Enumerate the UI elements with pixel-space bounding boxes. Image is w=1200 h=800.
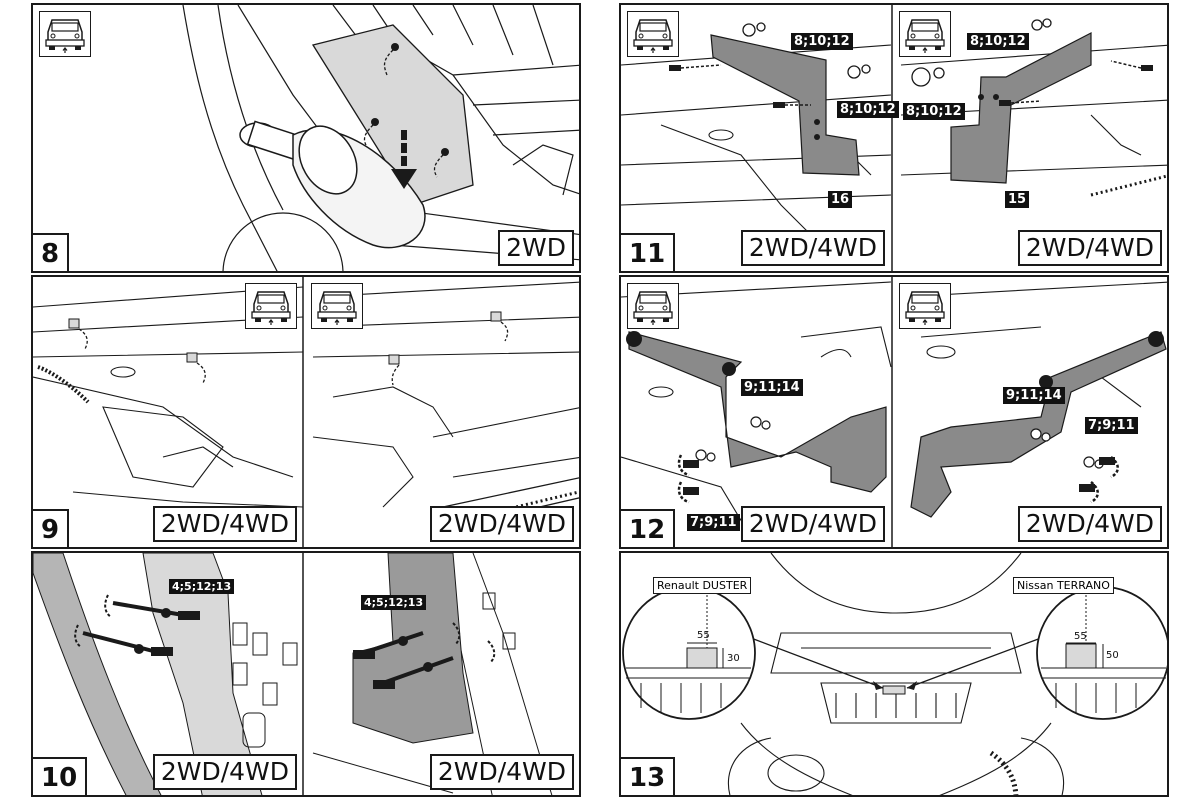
step-12-left-top-tag: 9;11;14 [741,379,803,396]
step-10-variant-right: 2WD/4WD [429,754,574,790]
step-9-panel: 9 2WD/4WD 2WD/4WD [31,275,581,549]
step-8-illustration [182,5,579,271]
step-11-left-side-tag: 8;10;12 [837,101,899,118]
step-10-left-part-tag: 4;5;12;13 [169,579,235,594]
step-8-number: 8 [33,233,70,271]
step-11-number: 11 [621,233,676,271]
step-8-variant: 2WD [498,230,574,266]
step-12-left-bottom-tag: 7;9;11 [687,514,740,531]
step-13-number: 13 [621,757,676,795]
step-9-variant-left: 2WD/4WD [152,506,297,542]
step-11-variant-left: 2WD/4WD [740,230,885,266]
step-11-panel: 8;10;12 8;10;12 16 8;10;12 8;10;12 15 11… [619,3,1169,273]
step-11-left-top-tag: 8;10;12 [791,33,853,50]
step-13-panel: Renault DUSTER Nissan TERRANO 55 30 55 5… [619,551,1169,797]
step-10-panel: 4;5;12;13 4;5;12;13 10 2WD/4WD 2WD/4WD [31,551,581,797]
nissan-terrano-label: Nissan TERRANO [1013,577,1114,594]
renault-duster-label: Renault DUSTER [653,577,752,594]
duster-height-dimension: 30 [727,653,740,664]
duster-width-dimension: 55 [697,630,710,641]
step-11-variant-right: 2WD/4WD [1017,230,1162,266]
step-9-number: 9 [33,509,70,547]
step-8-panel: 8 2WD [31,3,581,273]
car-rear-view-icon [311,283,363,329]
step-11-right-side-tag: 8;10;12 [903,103,965,120]
step-12-right-side-tag: 7;9;11 [1085,417,1138,434]
car-rear-view-icon [899,11,951,57]
step-12-number: 12 [621,509,676,547]
car-rear-view-icon [899,283,951,329]
step-10-number: 10 [33,757,88,795]
step-12-variant-right: 2WD/4WD [1017,506,1162,542]
step-11-left-part-number: 16 [828,191,853,208]
car-rear-view-icon [245,283,297,329]
terrano-width-dimension: 55 [1074,631,1087,642]
car-rear-view-icon [627,11,679,57]
step-10-variant-left: 2WD/4WD [152,754,297,790]
step-12-panel: 9;11;14 7;9;11 9;11;14 7;9;11 12 2WD/4WD… [619,275,1169,549]
step-9-variant-right: 2WD/4WD [429,506,574,542]
terrano-height-dimension: 50 [1106,650,1119,661]
step-11-right-top-tag: 8;10;12 [967,33,1029,50]
step-10-right-part-tag: 4;5;12;13 [361,595,427,610]
step-11-illustration [621,5,1167,271]
car-rear-view-icon [39,11,91,57]
step-12-right-top-tag: 9;11;14 [1003,387,1065,404]
step-11-right-part-number: 15 [1005,191,1030,208]
car-rear-view-icon [627,283,679,329]
step-12-variant-left: 2WD/4WD [740,506,885,542]
step-13-illustration [622,553,1167,795]
step-10-illustration [33,553,553,795]
